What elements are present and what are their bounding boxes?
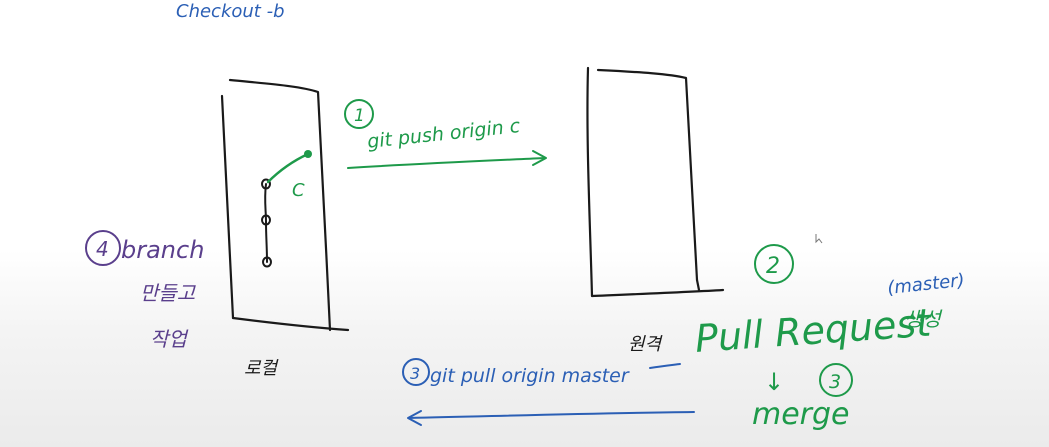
local-commit-graph	[261, 150, 312, 268]
step3-circle	[819, 363, 853, 397]
step4-group: 4 branch 만들고 작업	[85, 230, 204, 351]
create-korean: 생성	[904, 307, 943, 331]
remote-label: 원격	[628, 334, 664, 355]
top-note: Checkout -b	[176, 1, 285, 22]
step2-group: 2 Pull Request (master) 생성	[694, 244, 966, 361]
step3-number: 3	[829, 371, 841, 393]
commit-node	[262, 256, 272, 268]
down-arrow: ↓	[764, 368, 784, 396]
step4-number: 4	[96, 237, 109, 261]
merge-label: merge	[752, 397, 850, 432]
step1-number: 1	[354, 106, 365, 126]
step2-circle	[754, 244, 794, 284]
step2-number: 2	[766, 254, 780, 279]
step1-group: 1 git push origin c	[344, 99, 547, 169]
commit-node	[261, 178, 271, 190]
step3b-command: git pull origin master	[430, 365, 630, 387]
step3b-circle	[402, 358, 430, 386]
master-note: (master)	[886, 270, 965, 299]
cursor-icon	[815, 234, 823, 244]
step4-circle	[85, 230, 121, 266]
step4-word: branch	[121, 236, 204, 264]
pull-request-label: Pull Request	[694, 300, 935, 361]
commit-node	[261, 214, 271, 226]
step3b-group: 3 git pull origin master	[402, 358, 695, 426]
local-repo-box	[220, 78, 350, 332]
step4-korean-work: 작업	[150, 327, 189, 351]
step1-circle	[344, 99, 374, 129]
local-label: 로컬	[244, 358, 280, 379]
step4-korean-make: 만들고	[140, 281, 197, 305]
step1-command: git push origin c	[366, 115, 522, 153]
remote-repo-box	[586, 66, 725, 298]
merge-group: ↓ 3 merge	[752, 363, 853, 432]
branch-c-label: C	[292, 180, 305, 201]
step3b-number: 3	[410, 364, 420, 383]
branch-c-head	[304, 150, 312, 158]
